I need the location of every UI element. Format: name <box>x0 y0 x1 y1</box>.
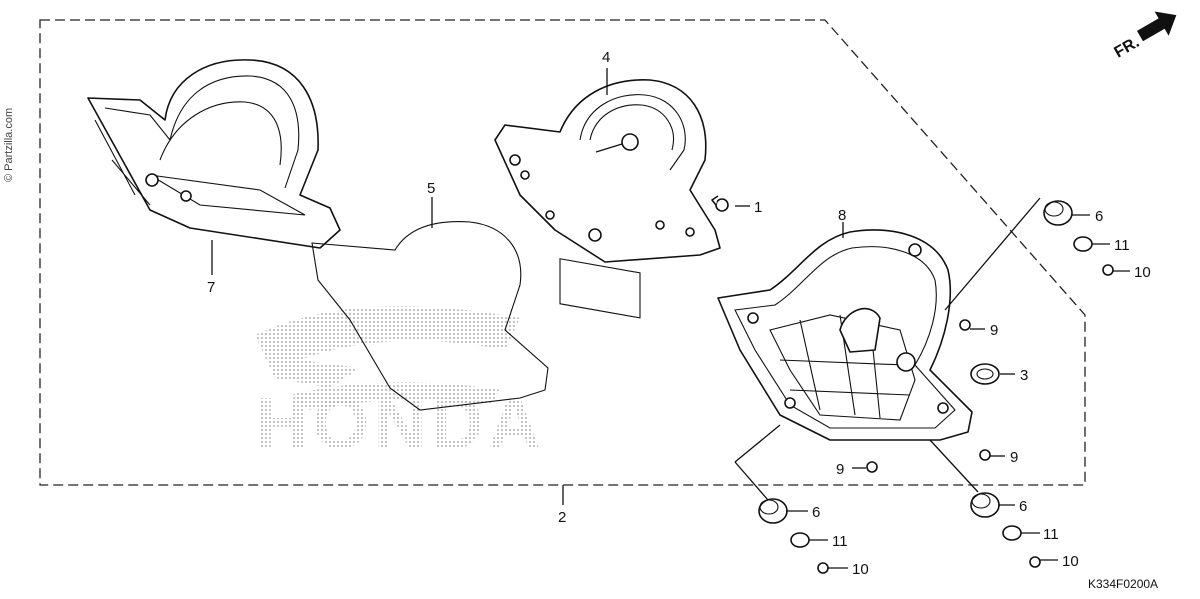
mount-set-bottom-right <box>970 492 1041 568</box>
gasket <box>311 221 549 411</box>
watermark: © Partzilla.com <box>3 108 15 182</box>
screw-1 <box>711 195 729 212</box>
callout-9-right: 9 <box>990 322 998 339</box>
meter-visor <box>87 59 341 249</box>
callout-3: 3 <box>1020 367 1028 384</box>
grommet-3 <box>970 363 1000 385</box>
leader-lines <box>211 68 1130 569</box>
front-direction-indicator: FR. <box>1112 11 1177 62</box>
mount-set-bottom-left <box>758 498 829 574</box>
screw-9-bottom <box>866 461 878 473</box>
honda-logo: HONDA <box>255 306 545 464</box>
callout-2: 2 <box>558 509 566 526</box>
diagram-code: K334F0200A <box>1088 577 1158 591</box>
direction-label: FR. <box>1112 34 1143 62</box>
callout-6-top: 6 <box>1095 208 1103 225</box>
callout-6-bottom-right: 6 <box>1019 498 1027 515</box>
callout-6-bottom-left: 6 <box>812 504 820 521</box>
callout-11-top: 11 <box>1114 237 1130 254</box>
wing-icon <box>255 306 520 388</box>
screw-9-right <box>959 319 971 331</box>
callout-4: 4 <box>602 49 610 66</box>
callout-9-bottom: 9 <box>836 461 844 478</box>
callout-labels: 1 2 3 4 5 7 8 6 11 10 9 9 9 6 11 10 6 11… <box>207 49 1151 578</box>
callout-11-bottom-right: 11 <box>1043 526 1059 543</box>
callout-10-bottom-left: 10 <box>852 561 869 578</box>
assembly-boundary <box>39 19 1086 486</box>
callout-7: 7 <box>207 279 215 296</box>
arrow-icon <box>1136 11 1177 42</box>
callout-10-bottom-right: 10 <box>1062 553 1079 570</box>
callout-11-bottom-left: 11 <box>832 533 848 550</box>
callout-5: 5 <box>427 180 435 197</box>
callout-9-lower-right: 9 <box>1010 449 1018 466</box>
callout-1: 1 <box>754 199 762 216</box>
callout-8: 8 <box>838 207 846 224</box>
meter-unit <box>494 79 721 319</box>
screw-9-lower-right <box>979 449 991 461</box>
callout-10-top: 10 <box>1134 264 1151 281</box>
logo-text: HONDA <box>255 384 545 464</box>
meter-case <box>717 229 973 441</box>
